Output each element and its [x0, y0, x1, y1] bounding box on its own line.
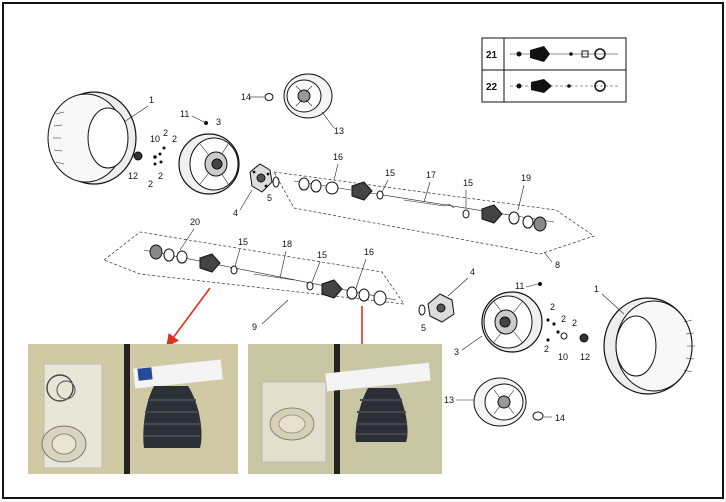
- callout-15-upper-a: 15: [385, 168, 395, 178]
- legend-21-parts-icon: [510, 46, 618, 62]
- boot-kit-photo-right: [248, 344, 442, 474]
- red-arrow-left: [166, 287, 211, 348]
- callout-14-lower: 14: [555, 413, 565, 423]
- callout-2-upper-d: 2: [158, 171, 163, 181]
- callout-14-upper: 14: [241, 92, 251, 102]
- callout-2-upper-b: 2: [172, 134, 177, 144]
- callout-9-lower: 9: [252, 322, 257, 332]
- nut-lower: [532, 411, 544, 421]
- wheel-lower: [481, 291, 543, 353]
- hub-lower: [427, 293, 455, 323]
- callout-15-lower-b: 15: [317, 250, 327, 260]
- cap-upper: [133, 151, 143, 161]
- legend-number-21: 21: [486, 50, 498, 61]
- legend-number-22: 22: [486, 82, 498, 93]
- callout-17-upper: 17: [426, 170, 436, 180]
- callout-13-upper: 13: [334, 126, 344, 136]
- callout-2-upper-a: 2: [163, 128, 168, 138]
- driveshaft-assembly-upper: [273, 171, 595, 255]
- hub-upper: [249, 163, 273, 193]
- driveshaft-assembly-lower: [103, 231, 405, 306]
- callout-12-upper: 12: [128, 171, 138, 181]
- callout-19-upper: 19: [521, 173, 531, 183]
- tire-upper: [47, 91, 137, 185]
- callout-13-lower: 13: [444, 395, 454, 405]
- callout-4-lower: 4: [470, 267, 475, 277]
- callout-2-lower-a: 2: [550, 302, 555, 312]
- callout-10-upper: 10: [150, 134, 160, 144]
- spacer-upper: [272, 176, 280, 188]
- bolt-lower-b: [560, 332, 568, 340]
- callout-4-upper: 4: [233, 208, 238, 218]
- callout-15-upper-b: 15: [463, 178, 473, 188]
- cap-lower: [579, 333, 589, 343]
- callout-11-upper: 11: [180, 109, 189, 119]
- callout-16-upper: 16: [333, 152, 343, 162]
- spare-wheel-upper: [283, 73, 333, 119]
- callout-3-lower: 3: [454, 347, 459, 357]
- callout-16-lower: 16: [364, 247, 374, 257]
- callout-20-lower: 20: [190, 217, 200, 227]
- tire-lower: [603, 297, 695, 395]
- callout-5-lower: 5: [421, 323, 426, 333]
- legend-box: 21 22: [481, 37, 627, 103]
- callout-12-lower: 12: [580, 352, 590, 362]
- callout-11-lower: 11: [515, 281, 524, 291]
- nut-upper: [249, 93, 274, 101]
- callout-8-upper: 8: [555, 260, 560, 270]
- callout-1-upper: 1: [149, 95, 154, 105]
- callout-15-lower-a: 15: [238, 237, 248, 247]
- callout-1-lower: 1: [594, 284, 599, 294]
- spare-wheel-lower: [473, 377, 527, 427]
- callout-2-upper-c: 2: [148, 179, 153, 189]
- callout-10-lower: 10: [558, 352, 568, 362]
- spacer-lower: [418, 304, 426, 316]
- boot-kit-photo-left: [28, 344, 238, 474]
- callout-3-upper: 3: [216, 117, 221, 127]
- washers-lower: [546, 318, 560, 342]
- wheel-upper: [178, 133, 240, 195]
- callout-18-lower: 18: [282, 239, 292, 249]
- callout-2-lower-b: 2: [561, 314, 566, 324]
- callout-2-lower-d: 2: [572, 318, 577, 328]
- callout-5-upper: 5: [267, 193, 272, 203]
- legend-22-parts-icon: [510, 79, 618, 93]
- exploded-parts-diagram: 21 22 14 13: [28, 37, 695, 474]
- callout-2-lower-c: 2: [544, 344, 549, 354]
- washers-upper: [153, 146, 166, 166]
